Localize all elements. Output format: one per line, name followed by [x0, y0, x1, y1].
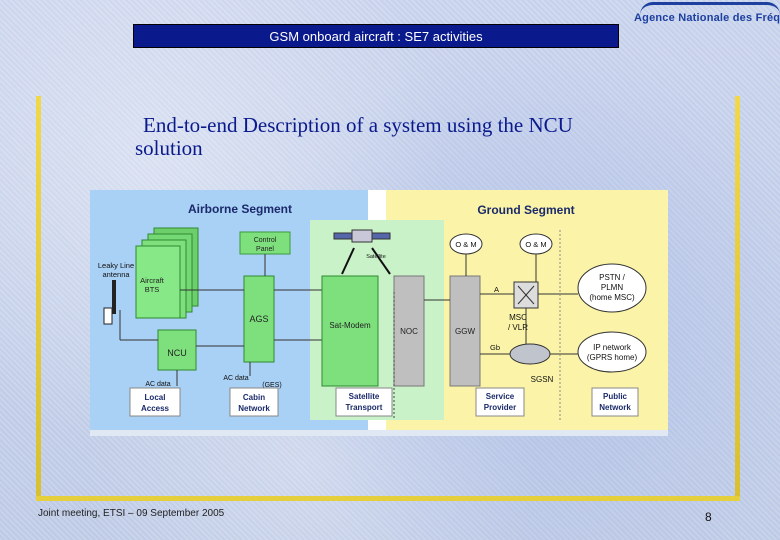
frame-bottom-border: [36, 496, 740, 501]
pstn-label-3: (home MSC): [589, 293, 635, 302]
msc-label-2: / VLR: [508, 323, 528, 332]
frame-right-border: [735, 96, 740, 500]
ip-network-cloud: [577, 331, 647, 373]
footer-meeting: Joint meeting, ETSI – 09 September 2005: [38, 508, 225, 519]
ground-segment-label: Ground Segment: [477, 203, 574, 217]
iface-a-label: A: [494, 285, 499, 294]
ac-data-label-1: AC data: [145, 381, 170, 388]
leaky-line-label-1: Leaky Line: [98, 261, 134, 270]
iface-gb-label: Gb: [490, 343, 500, 352]
ip-network-label-1: IP network: [593, 343, 632, 352]
sat-modem-label: Sat-Modem: [329, 321, 371, 330]
pstn-label-2: PLMN: [601, 283, 623, 292]
phone-icon: [103, 307, 113, 325]
satellite-transport-label-1: Satellite: [349, 392, 380, 401]
page-number: 8: [705, 510, 712, 524]
pstn-label-1: PSTN /: [599, 273, 626, 282]
sat-modem-box: [321, 275, 379, 387]
aircraft-bts-label-2: BTS: [145, 285, 160, 294]
sgsn-router-icon: [509, 343, 551, 365]
satellite-icon: [333, 229, 391, 243]
leaky-line-label-2: antenna: [102, 270, 130, 279]
satellite-small-label: Satellite: [366, 254, 386, 260]
airborne-connections: [119, 254, 322, 386]
noc-box: [393, 275, 425, 387]
header-title-bar: GSM onboard aircraft : SE7 activities: [133, 24, 619, 48]
ac-data-label-2: AC data: [223, 375, 248, 382]
service-provider-label-1: Service: [486, 392, 515, 401]
local-access-label-2: Access: [141, 404, 170, 413]
frame-left-border: [36, 96, 41, 500]
noc-label: NOC: [400, 327, 418, 336]
ges-label: (GES): [262, 382, 281, 389]
ags-label: AGS: [249, 314, 268, 324]
slide-title: End-to-end Description of a system using…: [135, 114, 695, 160]
public-network-label-2: Network: [599, 403, 631, 412]
control-panel-label-2: Panel: [256, 246, 274, 253]
local-access-label-1: Local: [145, 393, 166, 402]
ncu-label: NCU: [167, 348, 187, 358]
antenna-icon: [112, 280, 116, 314]
public-network-label-1: Public: [603, 392, 628, 401]
service-provider-label-2: Provider: [484, 403, 516, 412]
ip-network-label-2: (GPRS home): [587, 353, 638, 362]
pstn-cloud: [577, 263, 647, 313]
sgsn-label: SGSN: [531, 375, 554, 384]
om-label-2: O & M: [525, 240, 546, 249]
slide-title-line2: solution: [135, 136, 203, 160]
ground-connections: [424, 254, 578, 355]
cabin-network-label-1: Cabin: [243, 393, 265, 402]
cabin-network-label-2: Network: [238, 404, 270, 413]
airborne-segment-label: Airborne Segment: [188, 202, 292, 216]
om-label-1: O & M: [455, 240, 476, 249]
satellite-link-arrows: [341, 247, 391, 275]
satellite-transport-label-2: Transport: [346, 403, 383, 412]
msc-label-1: MSC: [509, 313, 527, 322]
architecture-diagram: Airborne Segment Ground Segment Control …: [90, 190, 668, 436]
aircraft-bts-box: [135, 245, 181, 319]
slide-title-line1: End-to-end Description of a system using…: [143, 113, 573, 137]
logo-swoosh-icon: [640, 2, 780, 15]
ags-box: [243, 275, 275, 363]
ggw-box: [449, 275, 481, 387]
control-panel-label-1: Control: [254, 237, 277, 244]
header-title: GSM onboard aircraft : SE7 activities: [269, 29, 483, 44]
ggw-label: GGW: [455, 327, 475, 336]
logo-text: Agence Nationale des Fréquences: [634, 12, 780, 24]
ncu-box: [157, 329, 197, 371]
aircraft-bts-label-1: Aircraft: [140, 276, 165, 285]
